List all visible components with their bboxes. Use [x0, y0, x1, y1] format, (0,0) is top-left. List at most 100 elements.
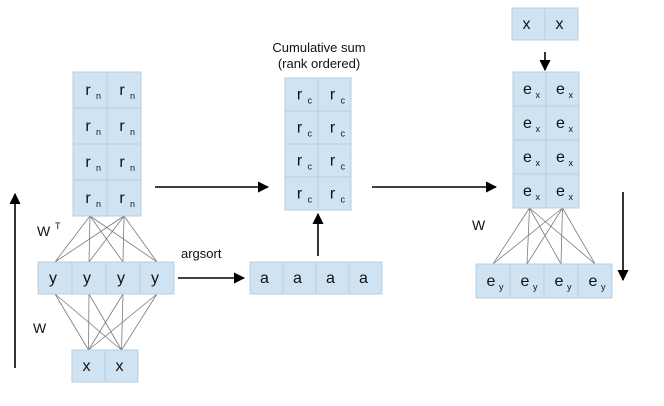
vector-ey-cell-subscript: y	[499, 282, 504, 292]
matrix-e-cell-symbol: e	[523, 183, 532, 200]
matrix-r-cell-symbol: r	[85, 118, 91, 135]
vector-y-cell: y	[37, 261, 73, 295]
connections-r-y	[54, 215, 158, 263]
matrix-rc-cell-symbol: r	[297, 87, 303, 104]
matrix-e-cell-subscript: x	[569, 124, 574, 134]
vector-a-cell-symbol: a	[293, 270, 302, 287]
matrix-e-cell-symbol: e	[556, 115, 565, 132]
matrix-rc-cell-subscript: c	[341, 195, 346, 205]
matrix-r-cell-symbol: r	[119, 154, 125, 171]
matrix-rc-cell-symbol: r	[297, 120, 303, 137]
vector-x_right-cell: x	[544, 7, 579, 41]
vector-x_left-cell-symbol: x	[116, 358, 124, 375]
matrix-rc-cell-subscript: c	[308, 96, 313, 106]
cumsum-subtitle: (rank ordered)	[278, 56, 360, 71]
connections-y-x-line	[88, 293, 90, 351]
cumsum-title: Cumulative sum	[272, 40, 365, 55]
matrix-r-cell-subscript: n	[130, 127, 135, 137]
matrix-r-cell-symbol: r	[85, 190, 91, 207]
connections-r-y-line	[122, 215, 125, 263]
connections-e-ey-line	[526, 207, 563, 265]
matrix-e-cell-symbol: e	[556, 149, 565, 166]
connections-r-y-line	[88, 215, 125, 263]
matrix-e-cell-subscript: x	[536, 192, 541, 202]
connections-e-ey	[492, 207, 596, 265]
connections-r-y-line	[123, 215, 158, 263]
matrix-rc-cell-subscript: c	[341, 129, 346, 139]
matrix-e-cell-subscript: x	[569, 90, 574, 100]
vector-x_right-cell-symbol: x	[556, 16, 564, 33]
vector-ey-cell-subscript: y	[533, 282, 538, 292]
matrix-e-cell-symbol: e	[523, 115, 532, 132]
matrix-r-cell-subscript: n	[130, 163, 135, 173]
weight-label-left: W	[33, 320, 47, 336]
weight-label-right: W	[472, 217, 486, 233]
matrix-rc-cell-symbol: r	[330, 186, 336, 203]
matrix-rc-cell-symbol: r	[297, 153, 303, 170]
vector-y-cell-symbol: y	[83, 270, 91, 287]
connections-y-x-line	[88, 293, 124, 351]
matrix-r-cell-symbol: r	[119, 190, 125, 207]
connections-r-y-line	[54, 215, 91, 263]
vector-x_left-cell-symbol: x	[83, 358, 91, 375]
matrix-e-cell-subscript: x	[536, 90, 541, 100]
matrix-rc-cell-symbol: r	[330, 87, 336, 104]
weight-transpose-label: W	[37, 223, 51, 239]
vector-ey-cell-symbol: e	[589, 273, 598, 290]
matrix-r-cell-subscript: n	[96, 127, 101, 137]
matrix-r-cell-subscript: n	[96, 163, 101, 173]
matrix-r-cell-symbol: r	[119, 118, 125, 135]
matrix-rc-cell-subscript: c	[341, 162, 346, 172]
vector-ey-cell-symbol: e	[521, 273, 530, 290]
connections-y-x-line	[121, 293, 158, 351]
matrix-e-cell-subscript: x	[569, 192, 574, 202]
matrix-e-cell-subscript: x	[536, 124, 541, 134]
matrix-r-cell-subscript: n	[130, 199, 135, 209]
matrix-e-cell-symbol: e	[556, 81, 565, 98]
vector-ey-cell-symbol: e	[555, 273, 564, 290]
vector-x_left-cell: x	[71, 349, 106, 383]
connections-y-x-line	[88, 293, 122, 351]
vector-y-cell-symbol: y	[151, 270, 159, 287]
connections-y-x	[54, 293, 158, 351]
matrix-r-cell-subscript: n	[96, 91, 101, 101]
matrix-rc-cell-subscript: c	[341, 96, 346, 106]
vector-a-cell: a	[348, 261, 383, 295]
matrix-e-cell-subscript: x	[536, 158, 541, 168]
matrix-r-cell-subscript: n	[96, 199, 101, 209]
vector-a-cell-symbol: a	[359, 270, 368, 287]
connections-e-ey-line	[562, 207, 596, 265]
vector-x_left-cell: x	[104, 349, 139, 383]
transpose-superscript: T	[55, 221, 61, 231]
